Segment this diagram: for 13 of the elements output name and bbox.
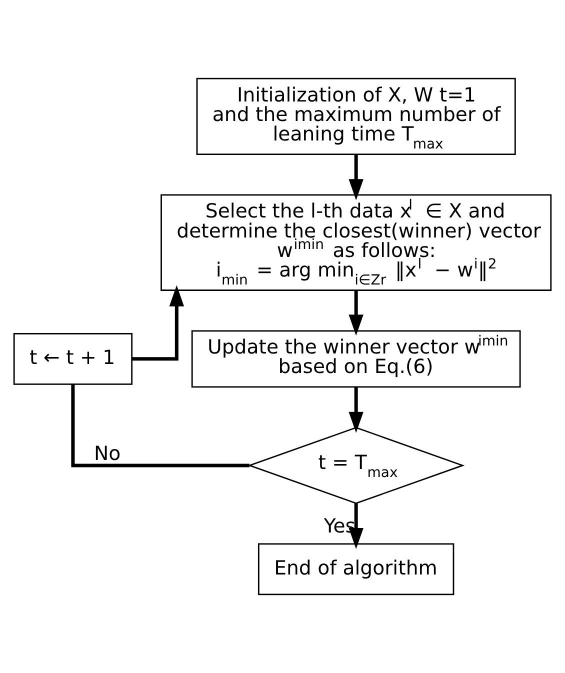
node-box: Select the l-th data x$^{l}$ ∈ X and determine the closest(winner) vector w$^{imin}$ as follows: i$_{min}$ = arg min$_{i∈Zr}$ ‖x$^{l}$ − w$^{i}$‖$^{2}$ — [160, 194, 552, 291]
node-box: Initialization of X, W t=1 and the maximum number of leaning time T$_{max}$ — [196, 78, 516, 155]
edge-label: No — [94, 442, 121, 466]
connector — [71, 384, 250, 468]
arrow — [348, 154, 364, 200]
node-box: t ← t + 1 — [13, 333, 133, 385]
arrow — [348, 387, 364, 433]
node-diamond: t = T$_{max}$ — [247, 426, 465, 504]
node-box: Update the winner vector w$^{imin}$ based on Eq.(6) — [191, 330, 521, 388]
arrow — [348, 503, 364, 550]
arrow — [132, 285, 184, 361]
node-box: End of algorithm — [258, 543, 454, 596]
arrow — [348, 290, 364, 336]
